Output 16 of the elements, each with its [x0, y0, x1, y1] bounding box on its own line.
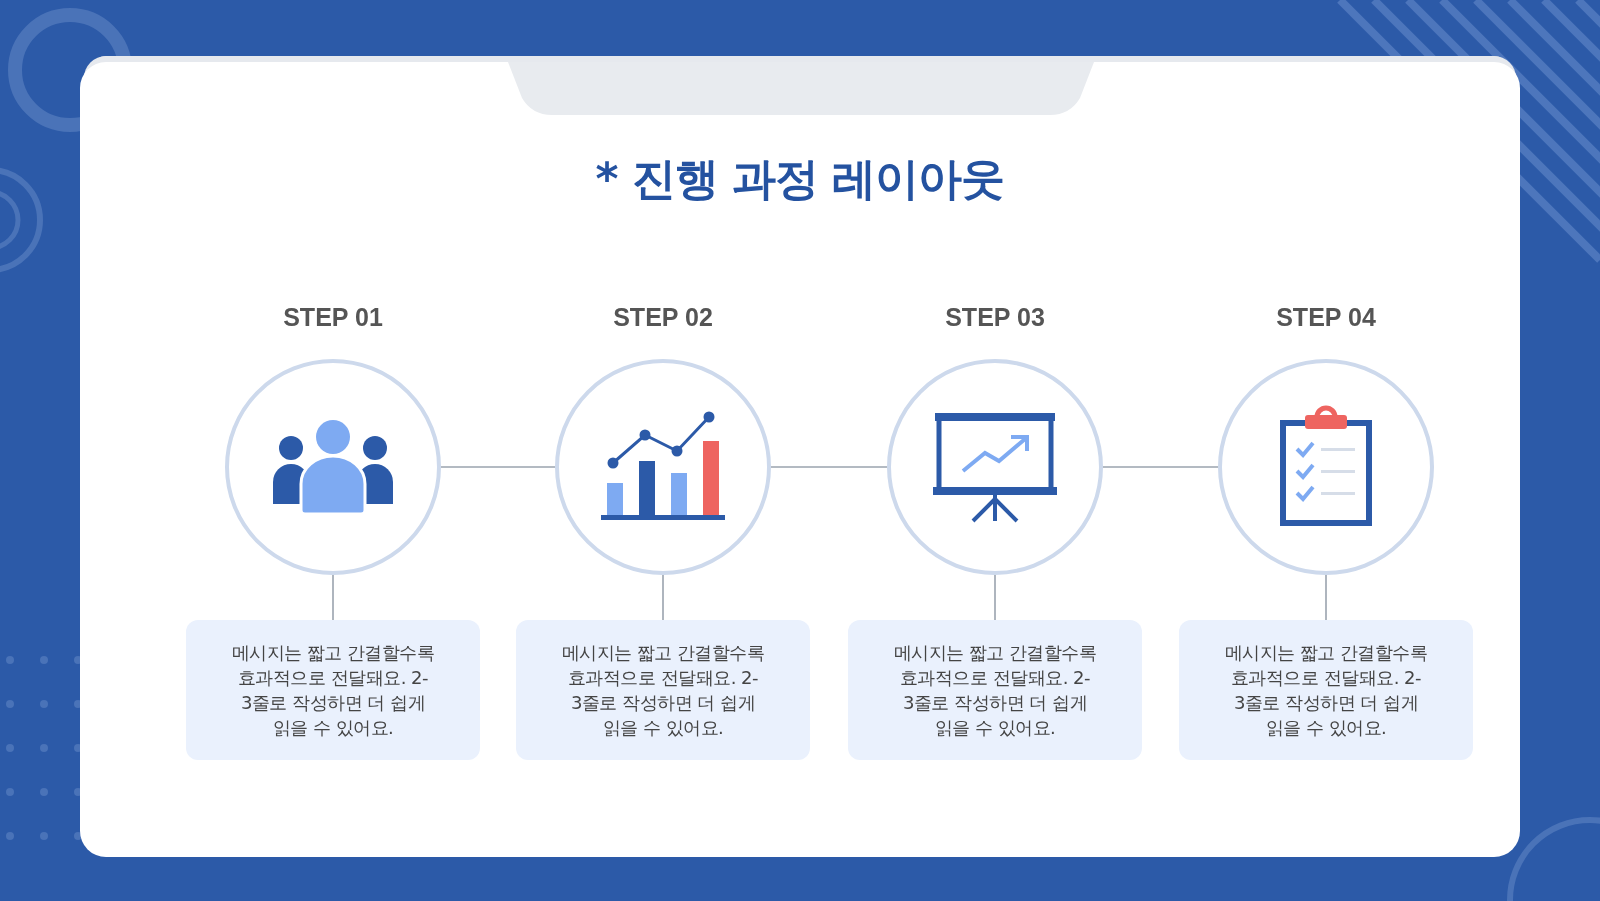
title: * 진행 과정 레이아웃	[594, 152, 1006, 206]
step-label: STEP 04	[1276, 302, 1376, 333]
description-box: 메시지는 짧고 간결할수록 효과적으로 전달돼요. 2-3줄로 작성하면 더 쉽게 읽을 수 있어요.	[516, 620, 810, 760]
connector-line	[1325, 574, 1327, 621]
step-label: STEP 03	[945, 302, 1045, 333]
step-label: STEP 02	[613, 302, 713, 333]
connector-line	[440, 466, 556, 468]
connector-line	[770, 466, 888, 468]
connector-line	[1102, 466, 1219, 468]
description-box: 메시지는 짧고 간결할수록 효과적으로 전달돼요. 2-3줄로 작성하면 더 쉽게 읽을 수 있어요.	[1179, 620, 1473, 760]
description-box: 메시지는 짧고 간결할수록 효과적으로 전달돼요. 2-3줄로 작성하면 더 쉽게 읽을 수 있어요.	[186, 620, 480, 760]
connector-line	[662, 574, 664, 621]
connector-line	[332, 574, 334, 621]
step-label: STEP 01	[283, 302, 383, 333]
description-box: 메시지는 짧고 간결할수록 효과적으로 전달돼요. 2-3줄로 작성하면 더 쉽게 읽을 수 있어요.	[848, 620, 1142, 760]
connector-line	[994, 574, 996, 621]
